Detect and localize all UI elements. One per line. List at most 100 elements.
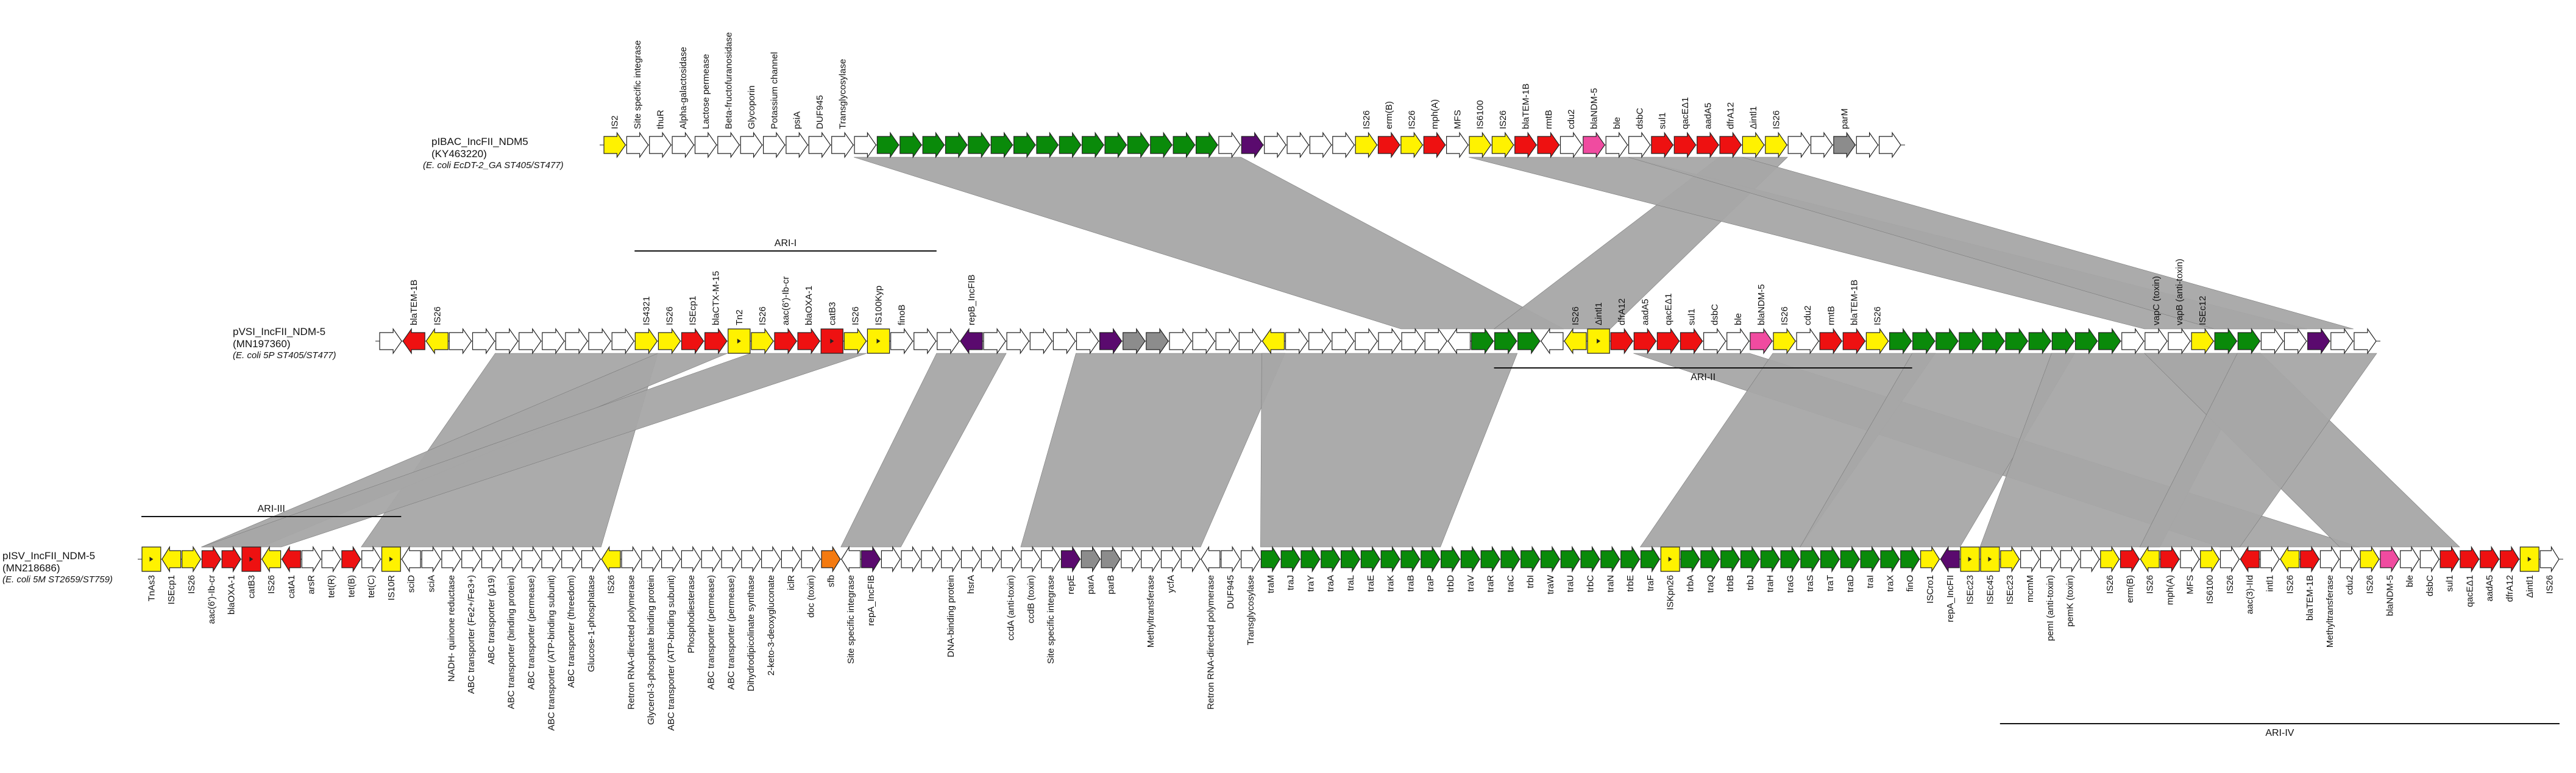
gene-label: DNA-binding protein: [946, 575, 956, 657]
gene-arrow: [1640, 545, 1661, 573]
gene-arrow: [1104, 132, 1127, 158]
insertion-marker: [737, 339, 741, 344]
gene-arrow: [1673, 132, 1697, 158]
ari-region-1: ARI-I: [634, 238, 937, 252]
gene-arrow: [2283, 328, 2307, 355]
gene-label: traU: [1566, 575, 1576, 592]
gene-arrow: [321, 545, 341, 573]
gene-arrow: [808, 132, 831, 158]
gene-label: qacEΔ1: [2464, 575, 2475, 607]
gene-label: Transglycosylase: [837, 59, 848, 129]
gene-arrow: [1787, 132, 1811, 158]
gene-label: sciA: [427, 575, 437, 592]
gene-label: sfb: [826, 575, 836, 587]
gene-label: dfrA12: [2505, 575, 2515, 602]
gene-label: Tn2: [734, 309, 745, 325]
gene-arrow: [2260, 545, 2280, 573]
gene-arrow: [1742, 132, 1765, 158]
gene-arrow: [1740, 545, 1761, 573]
gene-label: ABC transporter (ATP-binding subunit): [546, 575, 556, 731]
gene-label: blaOXA-1: [804, 286, 814, 325]
homology-link: [2139, 353, 2377, 548]
gene-label: IS26: [1407, 110, 1418, 129]
gene-label: tet(R): [327, 575, 337, 598]
gene-label: catB3: [827, 302, 837, 325]
gene-arrow: [1765, 132, 1787, 158]
gene-arrow: [1401, 328, 1424, 355]
gene-arrow: [843, 328, 867, 355]
gene-label: Retron RNA-directed polymerase: [1205, 575, 1216, 710]
gene-label: ble: [2405, 575, 2415, 587]
gene-arrow: [1889, 328, 1912, 355]
plasmid-label-pvsi: pVSI_IncFII_NDM-5 (MN197360) (E. coli 5P…: [233, 326, 336, 361]
gene-label: Glycerol-3-phosphate binding protein: [646, 575, 656, 725]
gene-arrow: [2168, 328, 2191, 355]
gene-arrow: [1559, 132, 1583, 158]
gene-label: finoB: [897, 305, 907, 325]
gene-arrow: [1865, 328, 1889, 355]
gene-label: traD: [1845, 575, 1856, 593]
gene-label: ISEc12: [2198, 296, 2208, 325]
gene-label: ycfA: [1166, 575, 1176, 593]
gene-label: aac(6')-Ib-cr: [781, 277, 791, 325]
gene-label: IS10R: [386, 575, 397, 601]
gene-arrow: [2160, 545, 2180, 573]
gene-arrow: [603, 132, 626, 158]
gene-arrow: [1241, 132, 1264, 158]
gene-arrow: [261, 545, 282, 573]
gene-arrow: [704, 328, 728, 355]
gene-arrow: [2214, 328, 2238, 355]
gene-arrow: [481, 545, 502, 573]
gene-arrow: [1377, 132, 1400, 158]
gene-arrow: [2300, 545, 2320, 573]
gene-label: IS26: [2145, 575, 2156, 594]
gene-arrow: [801, 545, 821, 573]
gene-label: sul1: [1687, 308, 1697, 325]
insertion-marker: [1668, 557, 1672, 562]
gene-label: traE: [1366, 575, 1376, 592]
gene-arrow: [1936, 328, 1959, 355]
gene-label: Transglycosylase: [1246, 575, 1256, 645]
gene-arrow: [1141, 545, 1161, 573]
gene-arrow: [1541, 328, 1564, 355]
ari-label: ARI-II: [1691, 372, 1716, 383]
gene-arrow: [1840, 545, 1860, 573]
gene-arrow: [2145, 328, 2168, 355]
gene-label: traM: [1266, 575, 1276, 593]
gene-label: traH: [1765, 575, 1776, 592]
gene-label: IS26: [186, 575, 197, 594]
gene-arrow: [561, 545, 581, 573]
plasmid-host: (E. coli 5P ST405/ST477): [233, 350, 336, 361]
gene-arrow: [1583, 132, 1605, 158]
gene-arrow: [2307, 328, 2330, 355]
gene-arrow: [1471, 328, 1494, 355]
gene-arrow: [1491, 132, 1514, 158]
gene-arrow: [741, 545, 761, 573]
gene-label: IS26: [1361, 110, 1372, 129]
gene-label: IS26: [432, 306, 442, 325]
gene-label: hsrA: [966, 575, 976, 594]
gene-arrow: [161, 545, 182, 573]
gene-label: Site specific integrase: [1046, 575, 1056, 664]
gene-arrow: [379, 328, 402, 355]
gene-label: blaTEM-1B: [2305, 575, 2315, 621]
gene-label: ABC transporter (permease): [706, 575, 717, 690]
gene-arrow: [449, 328, 472, 355]
gene-label: IS26: [1873, 306, 1883, 325]
gene-label: cdu2: [1566, 109, 1577, 129]
gene-label: traY: [1305, 575, 1316, 592]
gene-label: traP: [1425, 575, 1436, 592]
gene-arrow: [2005, 328, 2029, 355]
gene-arrow: [1494, 328, 1517, 355]
gene-arrow: [1121, 545, 1141, 573]
gene-arrow: [1600, 545, 1620, 573]
gene-arrow: [2080, 545, 2100, 573]
gene-arrow: [1520, 545, 1541, 573]
gene-label: traW: [1545, 574, 1556, 595]
gene-label: NADH- quinone reductase: [446, 575, 456, 682]
gene-arrow: [1719, 132, 1742, 158]
ari-label: ARI-IV: [2265, 728, 2294, 738]
gene-label: trbE: [1625, 575, 1636, 592]
gene-label: trbJ: [1745, 575, 1756, 590]
gene-arrow: [1982, 328, 2005, 355]
